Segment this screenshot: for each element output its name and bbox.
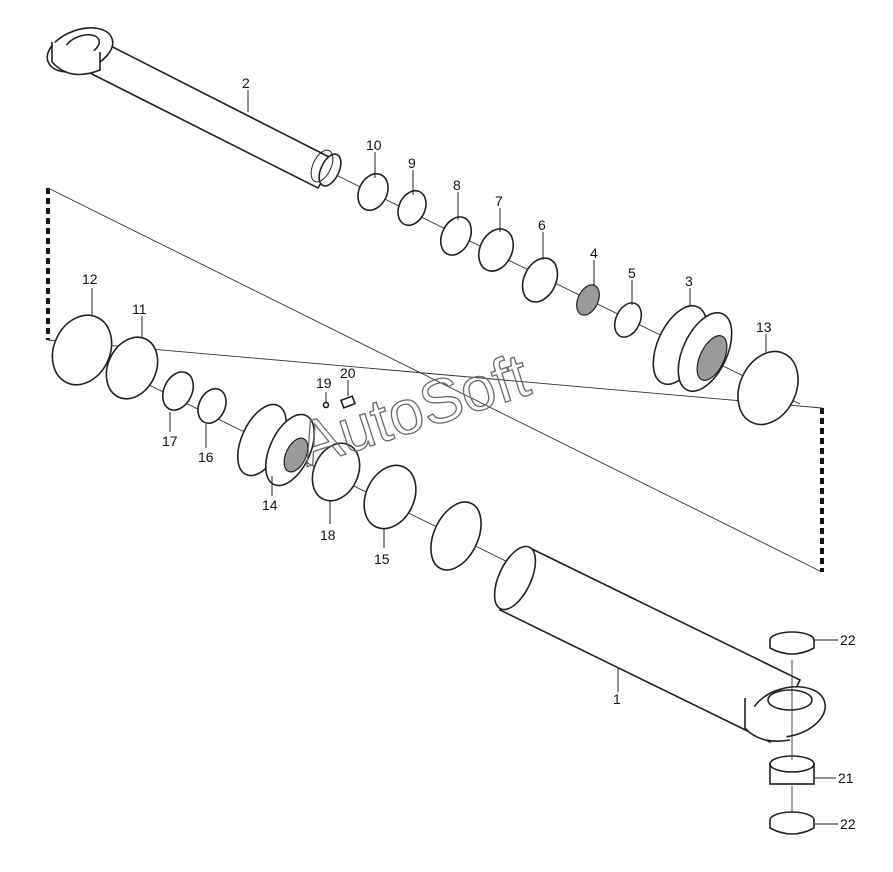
callout-10: 10 xyxy=(366,137,382,153)
callout-22-top: 22 xyxy=(840,632,856,648)
callout-15: 15 xyxy=(374,551,390,567)
callout-4: 4 xyxy=(590,245,598,261)
callout-labels: 1 2 3 4 5 6 7 8 9 10 11 12 13 14 15 16 1… xyxy=(82,75,856,832)
piston xyxy=(236,403,316,487)
bushings xyxy=(769,631,815,835)
callout-13: 13 xyxy=(756,319,772,335)
dashed-bracket xyxy=(46,187,824,573)
seal-rings xyxy=(51,172,799,571)
callout-12: 12 xyxy=(82,271,98,287)
cylinder-head xyxy=(652,305,733,392)
callout-8: 8 xyxy=(453,177,461,193)
callout-3: 3 xyxy=(685,273,693,289)
callout-16: 16 xyxy=(198,449,214,465)
callout-9: 9 xyxy=(408,155,416,171)
callout-17: 17 xyxy=(162,433,178,449)
callout-1: 1 xyxy=(613,691,621,707)
leader-lines xyxy=(91,90,838,825)
piston-rod xyxy=(46,27,342,190)
callout-6: 6 xyxy=(538,217,546,233)
callout-22-bottom: 22 xyxy=(840,816,856,832)
callout-2: 2 xyxy=(242,75,250,91)
callout-5: 5 xyxy=(628,265,636,281)
callout-18: 18 xyxy=(320,527,336,543)
callout-7: 7 xyxy=(495,193,503,209)
callout-19: 19 xyxy=(316,375,332,391)
callout-11: 11 xyxy=(132,301,147,317)
callout-14: 14 xyxy=(262,497,278,513)
cylinder-tube xyxy=(493,545,827,744)
callout-21: 21 xyxy=(838,770,854,786)
watermark: AutoSoft xyxy=(290,341,538,480)
callout-20: 20 xyxy=(340,365,356,381)
